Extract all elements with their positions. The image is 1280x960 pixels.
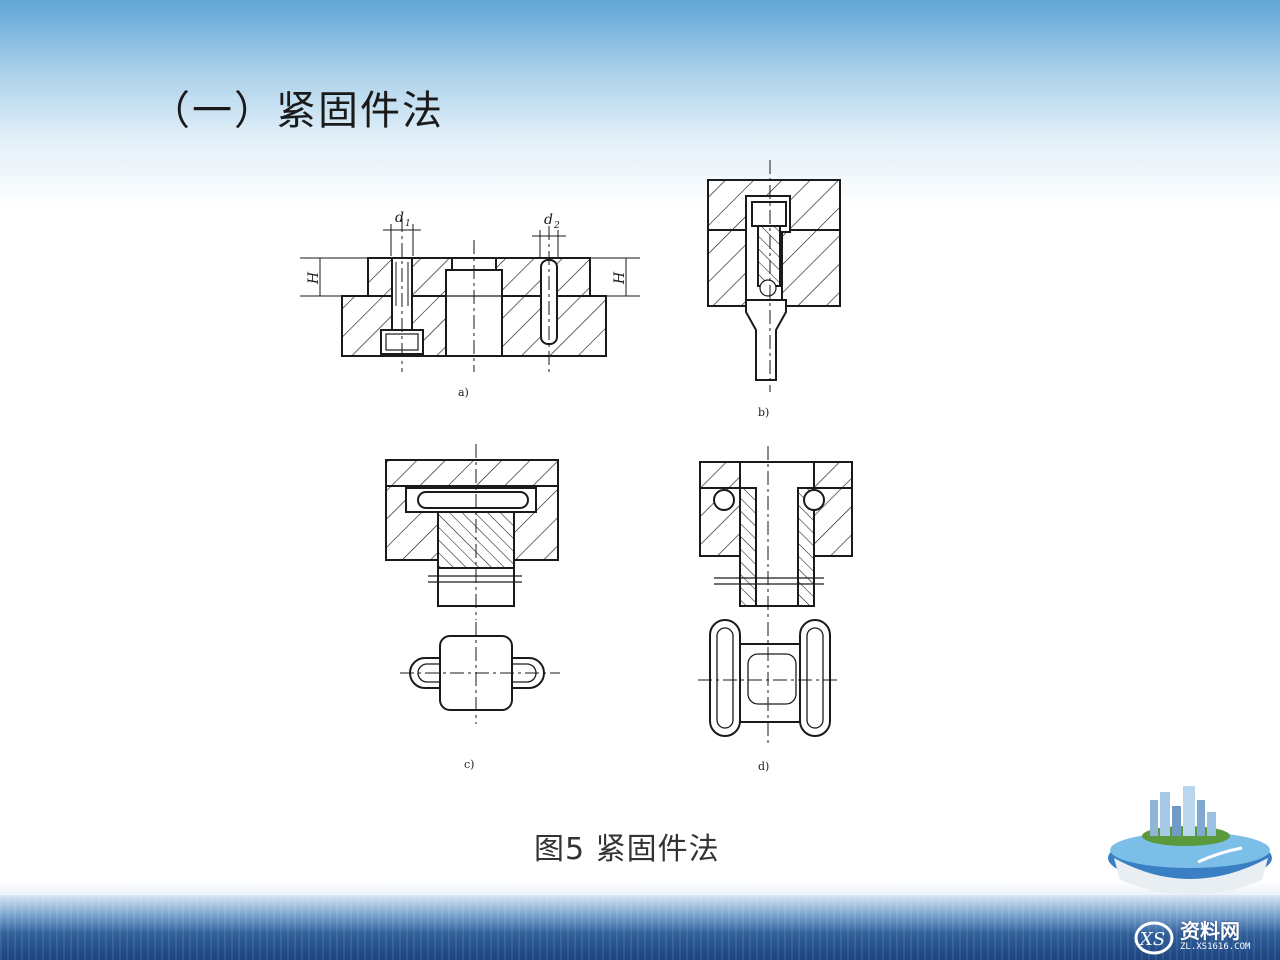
panel-b-label: b)	[758, 406, 769, 419]
panel-a-label: a)	[458, 386, 469, 399]
slide-title: （一）紧固件法	[150, 88, 444, 134]
panel-a	[300, 218, 640, 372]
dim-h1: H	[306, 271, 322, 285]
panel-d-plan-pin-right	[799, 619, 831, 737]
xs-watermark-logo: XS	[1134, 921, 1174, 955]
dim-h2: H	[612, 271, 628, 285]
figure-caption: 图5 紧固件法	[534, 832, 720, 867]
panel-c-key	[417, 491, 529, 509]
dim-d1: d	[395, 210, 404, 226]
panel-b-screw	[757, 225, 781, 287]
watermark-url: ZL.XS1616.COM	[1180, 942, 1251, 952]
city-island-logo	[1108, 786, 1272, 895]
panel-b	[707, 160, 841, 392]
panel-c	[385, 444, 560, 724]
panel-d-plan-pin-left	[709, 619, 741, 737]
panel-c-upper-plate	[385, 459, 559, 487]
svg-text:XS: XS	[1138, 929, 1165, 950]
panel-d	[698, 446, 853, 744]
panel-d-pin-left	[713, 489, 735, 511]
panel-c-label: c)	[464, 758, 474, 771]
svg-text:2: 2	[553, 221, 560, 231]
panel-b-punch	[745, 299, 787, 381]
panel-d-label: d)	[758, 760, 769, 773]
panel-d-pin-right	[803, 489, 825, 511]
dim-d2: d	[544, 212, 553, 228]
svg-text:1: 1	[405, 219, 411, 229]
footer-band	[0, 895, 1280, 960]
watermark-text: 资料网	[1180, 919, 1240, 943]
